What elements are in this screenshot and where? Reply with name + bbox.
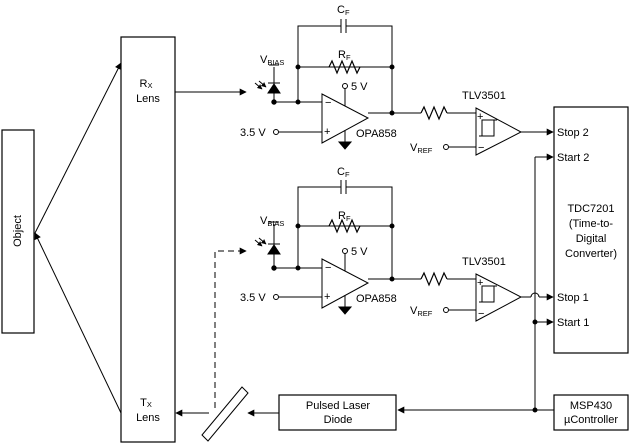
bottom-comparator-label: TLV3501 bbox=[462, 256, 506, 268]
optical-paths bbox=[34, 62, 122, 414]
top-vref-label: VREF bbox=[410, 142, 433, 155]
bottom-photodiode-icon bbox=[267, 221, 281, 271]
bottom-vbias-label: VBIAS bbox=[260, 215, 284, 228]
top-comparator-label: TLV3501 bbox=[462, 90, 506, 102]
object-label: Object bbox=[12, 215, 24, 247]
bottom-vref-label: VREF bbox=[410, 305, 433, 318]
svg-text:+: + bbox=[477, 111, 483, 123]
svg-text:+: + bbox=[324, 126, 330, 138]
top-series-resistor-icon bbox=[420, 105, 448, 121]
start-bus bbox=[397, 153, 554, 414]
top-supply-label: 5 V bbox=[351, 81, 368, 93]
top-rf-label: RF bbox=[338, 49, 351, 62]
tdc-block: TDC7201 (Time-to- Digital Converter) Sto… bbox=[553, 106, 629, 354]
mcu-label-line1: MSP430 bbox=[570, 400, 612, 412]
top-photodiode-light-icon bbox=[254, 80, 267, 90]
laser-label-line1: Pulsed Laser bbox=[306, 400, 371, 412]
top-channel-labels: CF RF VBIAS 5 V 3.5 V OPA858 TLV3501 VRE… bbox=[240, 4, 506, 155]
top-rf-resistor-icon bbox=[328, 59, 361, 75]
bottom-ref-input-label: 3.5 V bbox=[240, 292, 266, 304]
bottom-photodiode-light-icon bbox=[254, 237, 267, 247]
tdc-desc-line3: Digital bbox=[576, 233, 607, 245]
svg-text:−: − bbox=[478, 308, 484, 320]
laser-label-line2: Diode bbox=[324, 414, 353, 426]
bottom-channel: − + + − bbox=[254, 180, 554, 322]
laser-block: Pulsed Laser Diode bbox=[278, 394, 397, 431]
tdc-desc-line4: Converter) bbox=[565, 248, 617, 260]
top-cf-capacitor-icon bbox=[340, 19, 347, 33]
laser-optical-path bbox=[175, 247, 279, 442]
bottom-cf-label: CF bbox=[337, 166, 350, 179]
svg-text:+: + bbox=[324, 291, 330, 303]
reference-beam-dashed-arrow bbox=[214, 247, 247, 408]
top-opamp-label: OPA858 bbox=[356, 128, 397, 140]
top-photodiode-icon bbox=[267, 64, 281, 105]
bottom-supply-label: 5 V bbox=[351, 246, 368, 258]
tdc-start1-label: Start 1 bbox=[557, 317, 589, 329]
tdc-stop1-label: Stop 1 bbox=[557, 292, 589, 304]
lens-block: RX Lens TX Lens bbox=[120, 36, 176, 443]
bottom-channel-labels: CF RF VBIAS 5 V 3.5 V OPA858 TLV3501 VRE… bbox=[240, 166, 506, 318]
bottom-rf-resistor-icon bbox=[328, 218, 361, 234]
top-vbias-label: VBIAS bbox=[260, 54, 284, 67]
bottom-opamp-label: OPA858 bbox=[356, 293, 397, 305]
top-ref-input-label: 3.5 V bbox=[240, 127, 266, 139]
top-channel: − + + − bbox=[254, 19, 554, 156]
rx-lens-label: RX bbox=[140, 78, 153, 90]
rx-lens-label-line2: Lens bbox=[136, 93, 160, 105]
bottom-rf-label: RF bbox=[338, 210, 351, 223]
top-cf-label: CF bbox=[337, 4, 350, 17]
tx-to-object-arrow bbox=[34, 232, 122, 414]
svg-text:+: + bbox=[477, 277, 483, 289]
tdc-desc-line2: (Time-to- bbox=[569, 218, 614, 230]
object-block: Object bbox=[1, 129, 35, 334]
mcu-label-line2: µController bbox=[564, 414, 618, 426]
top-hysteresis-icon bbox=[479, 119, 497, 137]
svg-text:−: − bbox=[325, 262, 331, 274]
svg-text:−: − bbox=[478, 142, 484, 154]
svg-text:−: − bbox=[325, 97, 331, 109]
tdc-stop2-label: Stop 2 bbox=[557, 127, 589, 139]
tdc-title: TDC7201 bbox=[567, 203, 614, 215]
object-to-rx-arrow bbox=[34, 62, 122, 234]
bottom-hysteresis-icon bbox=[479, 285, 497, 303]
tx-lens-label: TX bbox=[140, 397, 152, 409]
beam-splitter-icon bbox=[201, 386, 249, 442]
tx-lens-label-line2: Lens bbox=[136, 412, 160, 424]
tdc-start2-label: Start 2 bbox=[557, 152, 589, 164]
mcu-block: MSP430 µController bbox=[553, 394, 629, 431]
bottom-series-resistor-icon bbox=[420, 271, 448, 287]
bottom-cf-capacitor-icon bbox=[340, 180, 347, 194]
